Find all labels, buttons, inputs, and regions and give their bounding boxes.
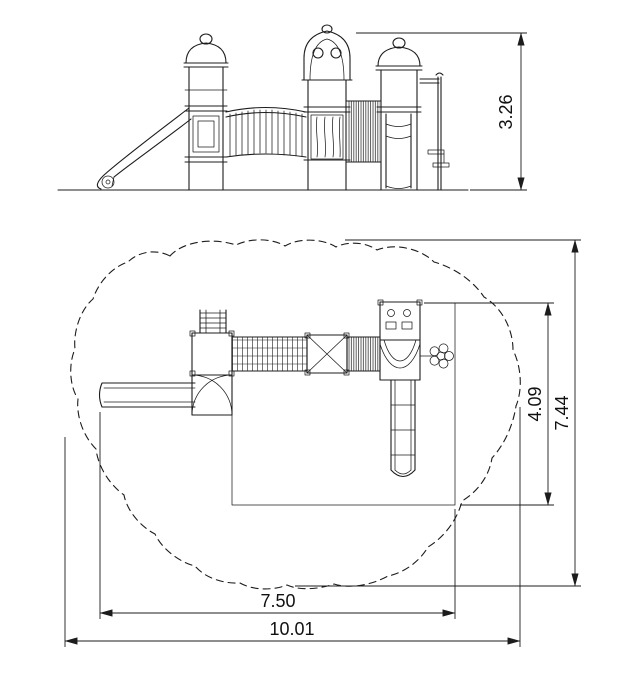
ladder-plan (199, 309, 227, 334)
dimension-inner-depth: 4.09 (424, 302, 554, 506)
safety-zone-boundary (70, 239, 521, 590)
tube-slide-plan (390, 379, 416, 478)
slide-deck-plan (191, 374, 233, 416)
elevation-view: 3.26 (57, 24, 527, 191)
inner-depth-dimension-label: 4.09 (525, 386, 545, 421)
slide-elevation (96, 107, 192, 190)
net-plan (346, 336, 381, 372)
tower-3-elevation (375, 37, 423, 191)
dimension-total-depth: 7.44 (295, 239, 581, 587)
support-pole-elevation (419, 72, 450, 191)
dimension-inner-width: 7.50 (99, 412, 456, 619)
slide-plan (98, 382, 196, 408)
dimension-height: 3.26 (356, 32, 527, 191)
x-deck-plan (304, 332, 350, 376)
total-width-dimension-label: 10.01 (269, 619, 314, 639)
dimension-total-width: 10.01 (64, 407, 521, 647)
tower-1-elevation (183, 33, 229, 191)
tower-2-elevation (301, 24, 353, 191)
bridge-plan (231, 336, 308, 372)
slide-entry-plan (379, 339, 421, 381)
plan-view: 4.09 7.44 7.50 10.01 (64, 239, 581, 647)
flower-wheel-plan (419, 343, 454, 369)
height-dimension-label: 3.26 (496, 94, 516, 129)
net-climber-elevation (345, 100, 382, 163)
footprint-outline (231, 302, 456, 506)
total-depth-dimension-label: 7.44 (552, 395, 572, 430)
bridge-elevation (225, 106, 307, 158)
inner-width-dimension-label: 7.50 (260, 591, 295, 611)
tower-deck-plan (377, 299, 423, 341)
main-deck-plan (189, 330, 235, 377)
